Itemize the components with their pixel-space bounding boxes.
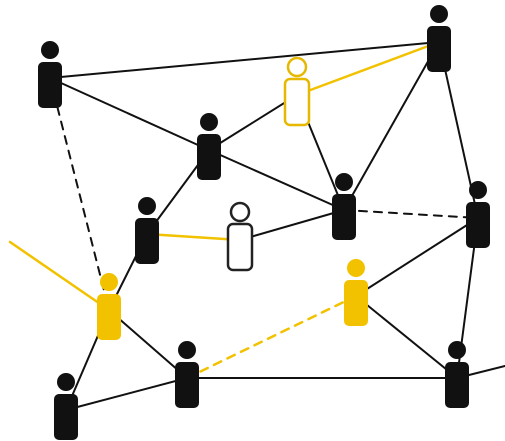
edge-n2-n3 <box>208 94 298 151</box>
edge-n13-n8 <box>355 217 479 297</box>
person-node-n8 <box>344 259 368 326</box>
person-head-icon <box>286 56 308 78</box>
person-body-icon <box>97 294 121 340</box>
person-node-n9 <box>97 273 121 340</box>
person-node-n6 <box>226 201 254 272</box>
person-body-icon <box>54 394 78 440</box>
edge-n5-n6 <box>145 232 242 242</box>
person-node-n13 <box>466 181 490 248</box>
edge-n8-n12 <box>355 295 458 379</box>
person-head-icon <box>200 113 218 131</box>
person-head-icon <box>335 173 353 191</box>
edges-layer <box>8 40 505 411</box>
person-body-icon <box>226 222 254 272</box>
person-node-n3 <box>283 56 311 127</box>
person-body-icon <box>175 362 199 408</box>
person-head-icon <box>100 273 118 291</box>
edge-n1-n9 <box>49 77 110 311</box>
edge-n4-n7 <box>343 41 440 211</box>
person-body-icon <box>332 194 356 240</box>
edge-stub-n9 <box>8 240 111 312</box>
person-head-icon <box>178 341 196 359</box>
person-body-icon <box>135 218 159 264</box>
person-node-n11 <box>54 373 78 440</box>
edge-n10-n11 <box>65 377 188 411</box>
person-head-icon <box>138 197 156 215</box>
edge-n1-n4 <box>49 41 440 79</box>
person-head-icon <box>347 259 365 277</box>
person-body-icon <box>445 362 469 408</box>
person-body-icon <box>38 62 62 108</box>
edge-n7-n13 <box>343 209 479 219</box>
person-node-n5 <box>135 197 159 264</box>
person-body-icon <box>344 280 368 326</box>
person-node-n1 <box>38 41 62 108</box>
person-node-n12 <box>445 341 469 408</box>
person-node-n7 <box>332 173 356 240</box>
person-body-icon <box>283 77 311 127</box>
edge-n10-n8 <box>185 294 358 380</box>
edge-n3-n4 <box>295 40 441 97</box>
edge-n9-n10 <box>108 309 188 379</box>
person-head-icon <box>57 373 75 391</box>
edge-n1-n2 <box>49 77 210 151</box>
person-head-icon <box>229 201 251 223</box>
person-body-icon <box>197 134 221 180</box>
edge-n2-n7 <box>208 149 345 211</box>
person-body-icon <box>427 26 451 72</box>
person-head-icon <box>448 341 466 359</box>
person-head-icon <box>430 5 448 23</box>
person-node-n4 <box>427 5 451 72</box>
person-node-n10 <box>175 341 199 408</box>
person-head-icon <box>469 181 487 199</box>
nodes-layer <box>38 5 490 440</box>
person-head-icon <box>41 41 59 59</box>
person-node-n2 <box>197 113 221 180</box>
edge-n6-n7 <box>239 209 345 241</box>
person-body-icon <box>466 202 490 248</box>
